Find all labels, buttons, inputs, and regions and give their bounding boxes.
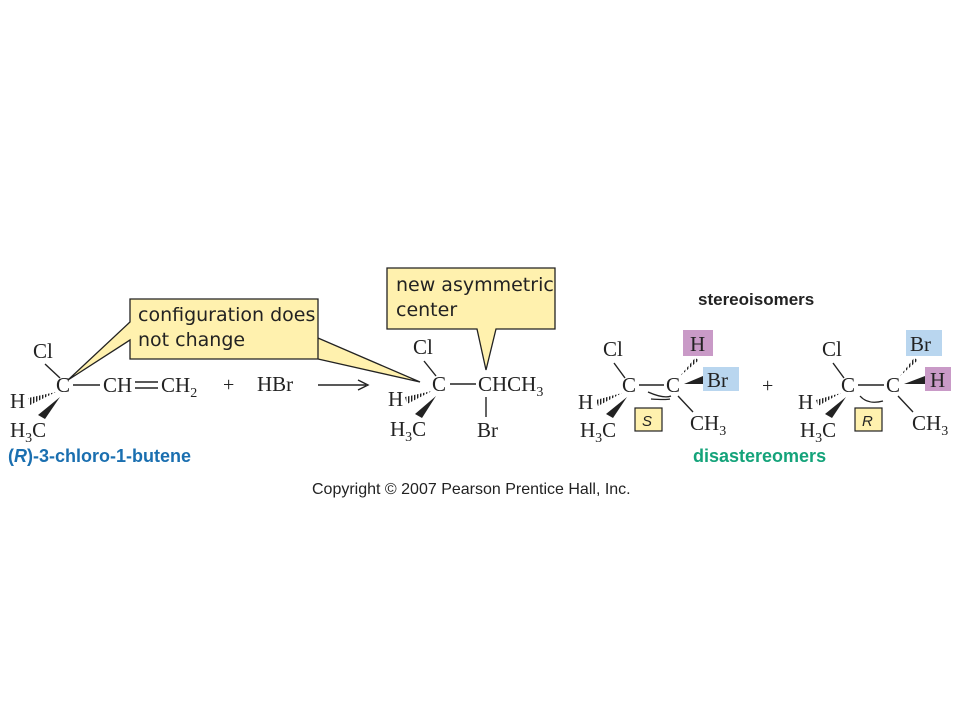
r-hash-wedge (816, 393, 841, 406)
stereoisomer-s: Cl C C H Br CH3 H H3C S (578, 330, 739, 446)
reactant-cl-bond (44, 363, 61, 379)
s-ch3: CH3 (690, 411, 726, 439)
reagent-hbr: HBr (257, 372, 293, 396)
reactant-h3c: H3C (10, 418, 46, 446)
r-h-wedge (904, 376, 925, 384)
reagent-plus: + (223, 374, 234, 396)
s-h-top: H (690, 332, 705, 356)
s-config-arc (647, 391, 672, 398)
stereoisomer-r: Cl C C Br H CH3 H H3C R (798, 330, 951, 446)
s-config-arrow-arc (650, 398, 671, 401)
product-h: H (388, 387, 403, 411)
callout-new-center-bubble (386, 267, 556, 371)
product-cl: Cl (413, 335, 433, 359)
reactant-cl: Cl (33, 339, 53, 363)
s-c2: C (666, 373, 680, 397)
s-br-wedge (684, 376, 703, 384)
r-br-top-highlight (906, 330, 942, 356)
reaction-arrow (318, 379, 370, 391)
reactant-ch2: CH2 (161, 373, 197, 401)
product-hash-wedge (405, 391, 432, 404)
r-ch3-bond (897, 395, 914, 413)
callout-new-center-line1: new asymmetric (396, 274, 554, 296)
product-h3c: H3C (390, 417, 426, 445)
s-config-box (634, 407, 663, 432)
r-cl-bond (832, 362, 845, 379)
r-br-top: Br (910, 332, 931, 356)
product-chch3: CHCH3 (478, 372, 543, 400)
s-br: Br (707, 368, 728, 392)
s-ch3-bond (677, 395, 694, 413)
callout-configuration-line2: not change (138, 329, 245, 351)
reactant-ch: CH (103, 373, 132, 397)
callout-new-center-line2: center (396, 299, 457, 321)
s-hash-wedge (596, 393, 622, 406)
stereoisomers-plus: + (762, 375, 773, 397)
callout-configuration-bubble (67, 298, 421, 383)
r-solid-wedge (825, 397, 846, 418)
reactant-hash-wedge (28, 392, 56, 405)
s-cl-bond (613, 362, 626, 379)
r-ch3: CH3 (912, 411, 948, 439)
product-br: Br (477, 418, 498, 442)
callout-new-center: new asymmetric center (386, 267, 556, 371)
r-h: H (798, 390, 813, 414)
s-br-highlight (703, 367, 739, 391)
r-c1: C (841, 373, 855, 397)
s-h: H (578, 390, 593, 414)
product-structure: Cl C CHCH3 Br H H3C (388, 335, 543, 445)
s-config-label: S (642, 413, 652, 430)
r-config-box (854, 407, 883, 432)
product-c: C (432, 372, 446, 396)
s-c1: C (622, 373, 636, 397)
stereoisomers-heading: stereoisomers (698, 290, 814, 309)
copyright-text: Copyright © 2007 Pearson Prentice Hall, … (312, 481, 631, 498)
s-solid-wedge (606, 397, 627, 418)
product-cl-bond (423, 360, 437, 377)
diastereomers-label: disastereomers (693, 446, 826, 466)
r-config-label: R (862, 413, 873, 430)
s-h3c: H3C (580, 418, 616, 446)
r-br-top-hash (900, 358, 918, 376)
reactant-name: (R)-3-chloro-1-butene (8, 446, 191, 466)
product-solid-wedge (415, 396, 436, 418)
r-h-right: H (930, 368, 945, 392)
r-h3c: H3C (800, 418, 836, 446)
r-c2: C (886, 373, 900, 397)
reactant-structure: Cl C CH CH2 H H3C (10, 339, 197, 446)
r-h-highlight (925, 367, 951, 391)
callout-configuration: configuration does not change (67, 298, 421, 383)
reactant-h: H (10, 389, 25, 413)
s-h-top-hash (680, 358, 699, 376)
r-cl: Cl (822, 337, 842, 361)
s-cl: Cl (603, 337, 623, 361)
reactant-solid-wedge (38, 397, 60, 419)
s-h-top-highlight (683, 330, 713, 356)
callout-configuration-line1: configuration does (138, 304, 315, 326)
reactant-c: C (56, 373, 70, 397)
r-config-arc (859, 395, 884, 403)
